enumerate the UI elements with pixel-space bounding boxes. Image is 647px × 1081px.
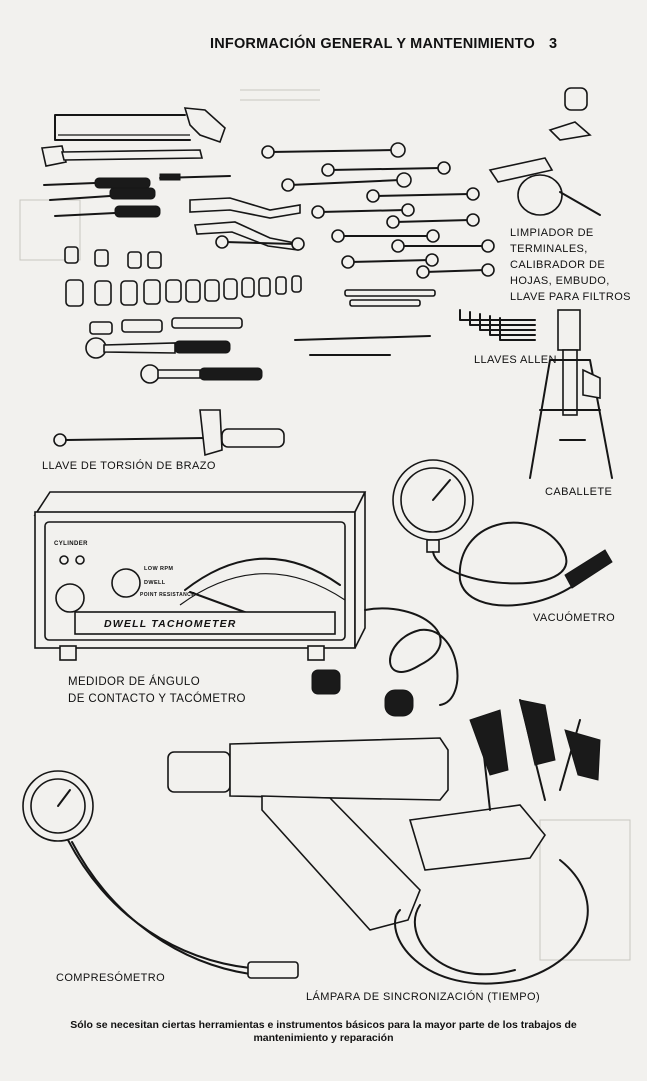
compression-gauge-drawing — [22, 770, 299, 979]
dwell-tachometer-label: MEDIDOR DE ÁNGULO DE CONTACTO Y TACÓMETR… — [68, 674, 246, 708]
filter-tools-label-line-5: LLAVE PARA FILTROS — [510, 291, 631, 303]
dwell-label: DWELL — [144, 580, 166, 586]
filter-tools-label-line-4: HOJAS, EMBUDO, — [510, 275, 610, 287]
timing-light-label: LÁMPARA DE SINCRONIZACIÓN (TIEMPO) — [306, 991, 541, 1003]
compression-gauge-label: COMPRESÓMETRO — [56, 972, 166, 984]
hacksaw-drawing — [54, 107, 226, 144]
jack-stand-drawing — [529, 309, 613, 479]
page-title: INFORMACIÓN GENERAL Y MANTENIMIENTO — [210, 36, 535, 52]
page-number: 3 — [548, 36, 558, 52]
filter-tools-label: LIMPIADOR DE TERMINALES, CALIBRADOR DE H… — [510, 225, 631, 305]
hammer-drawing — [41, 145, 204, 167]
filter-tools-label-line-1: LIMPIADOR DE — [510, 227, 594, 239]
vacuum-gauge-drawing — [392, 459, 613, 607]
tachometer-brand-plate: DWELL TACHOMETER — [104, 618, 237, 630]
filter-tools-drawing — [488, 87, 601, 216]
filter-tools-label-line-3: CALIBRADOR DE — [510, 259, 606, 271]
jack-stand-label: CABALLETE — [545, 486, 613, 498]
cylinder-label: CYLINDER — [54, 541, 88, 547]
timing-light-drawing — [167, 699, 601, 985]
figure-caption: Sólo se necesitan ciertas herramientas e… — [20, 1019, 627, 1045]
low-rpm-label: LOW RPM — [144, 566, 174, 572]
sockets-drawing — [64, 246, 302, 307]
allen-keys-drawing — [459, 309, 536, 341]
dwell-tachometer-drawing — [33, 491, 459, 717]
filter-tools-label-line-2: TERMINALES, — [510, 243, 588, 255]
figure-caption-line-2: mantenimiento y reparación — [253, 1032, 394, 1044]
screwdrivers-drawing — [43, 173, 231, 218]
wrenches-drawing — [215, 142, 495, 279]
ratchets-drawing — [85, 289, 436, 384]
dwell-tachometer-label-line-1: MEDIDOR DE ÁNGULO — [68, 676, 201, 688]
torque-wrench-label: LLAVE DE TORSIÓN DE BRAZO — [42, 460, 216, 472]
torque-wrench-drawing — [53, 409, 285, 457]
allen-keys-label: LLAVES ALLEN — [474, 354, 557, 366]
dwell-tachometer-label-line-2: DE CONTACTO Y TACÓMETRO — [68, 693, 246, 705]
page-header: INFORMACIÓN GENERAL Y MANTENIMIENTO 3 — [210, 36, 630, 56]
bleed-through — [19, 89, 631, 961]
point-resistance-label: POINT RESISTANCE — [140, 592, 195, 598]
figure-caption-line-1: Sólo se necesitan ciertas herramientas e… — [70, 1019, 577, 1031]
vacuum-gauge-label: VACUÓMETRO — [533, 612, 616, 624]
